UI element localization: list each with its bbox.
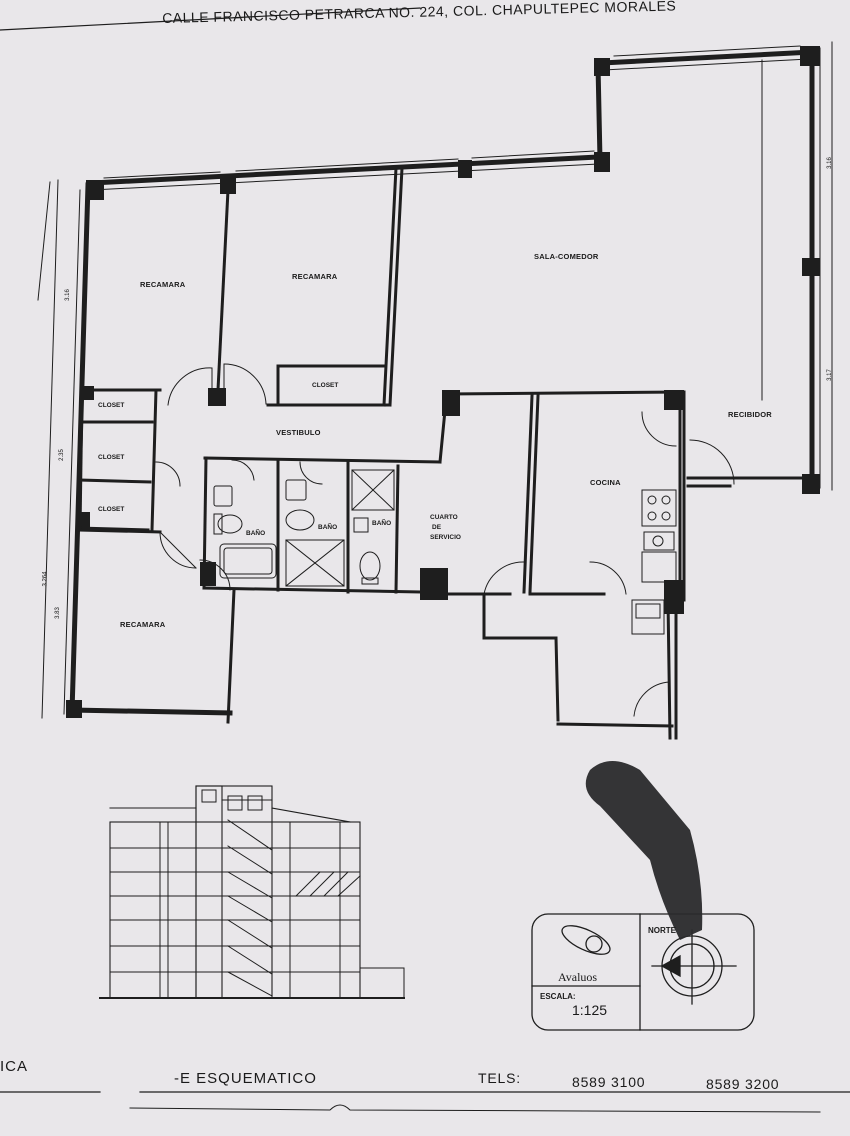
dimension-right-b: 3.17 <box>826 369 833 381</box>
footer-fragment: ICA <box>0 1058 29 1075</box>
dimension-left-total: 3.264 <box>42 571 49 587</box>
legend-scale-value: 1:125 <box>572 1002 608 1018</box>
marker-smudge <box>585 761 703 940</box>
room-label-recamara-1: RECAMARA <box>140 280 186 289</box>
room-label-recamara-2: RECAMARA <box>292 272 338 281</box>
room-label-cuarto-servicio-3: SERVICIO <box>430 534 461 541</box>
columns <box>66 46 820 718</box>
room-label-closet-2: CLOSET <box>98 454 125 461</box>
room-label-cuarto-servicio-1: CUARTO <box>430 514 458 521</box>
room-label-recibidor: RECIBIDOR <box>728 410 772 419</box>
room-label-bano-1: BAÑO <box>246 530 266 537</box>
footer-phone-1: 8589 3100 <box>572 1074 646 1090</box>
legend-box <box>531 913 755 1031</box>
footer-title: -E ESQUEMATICO <box>174 1070 317 1087</box>
room-label-bano-3: BAÑO <box>372 520 392 527</box>
building-elevation <box>99 785 405 999</box>
room-label-bano-2: BAÑO <box>318 524 338 531</box>
dimension-left-b: 2.35 <box>58 449 65 461</box>
dimension-right-a: 3.16 <box>826 157 833 169</box>
legend-north-label: NORTE <box>648 926 676 935</box>
exterior-walls <box>69 49 815 716</box>
room-label-cuarto-servicio-2: DE <box>432 524 442 531</box>
legend-scale-label: ESCALA: <box>540 992 576 1001</box>
dimension-left-a: 3.16 <box>64 289 71 301</box>
room-label-recamara-3: RECAMARA <box>120 620 166 629</box>
room-label-closet-1: CLOSET <box>98 402 125 409</box>
room-label-closet-3: CLOSET <box>98 506 125 513</box>
legend-brand: Avaluos <box>558 970 598 984</box>
room-label-vestibulo: VESTIBULO <box>276 428 321 437</box>
footer-phone-2: 8589 3200 <box>706 1076 780 1092</box>
room-label-closet-top: CLOSET <box>312 382 339 389</box>
room-label-sala-comedor: SALA-COMEDOR <box>534 252 599 261</box>
room-label-cocina: COCINA <box>590 478 621 487</box>
footer-tels-label: TELS: <box>478 1070 521 1086</box>
dimension-left-c: 3.83 <box>54 607 61 619</box>
